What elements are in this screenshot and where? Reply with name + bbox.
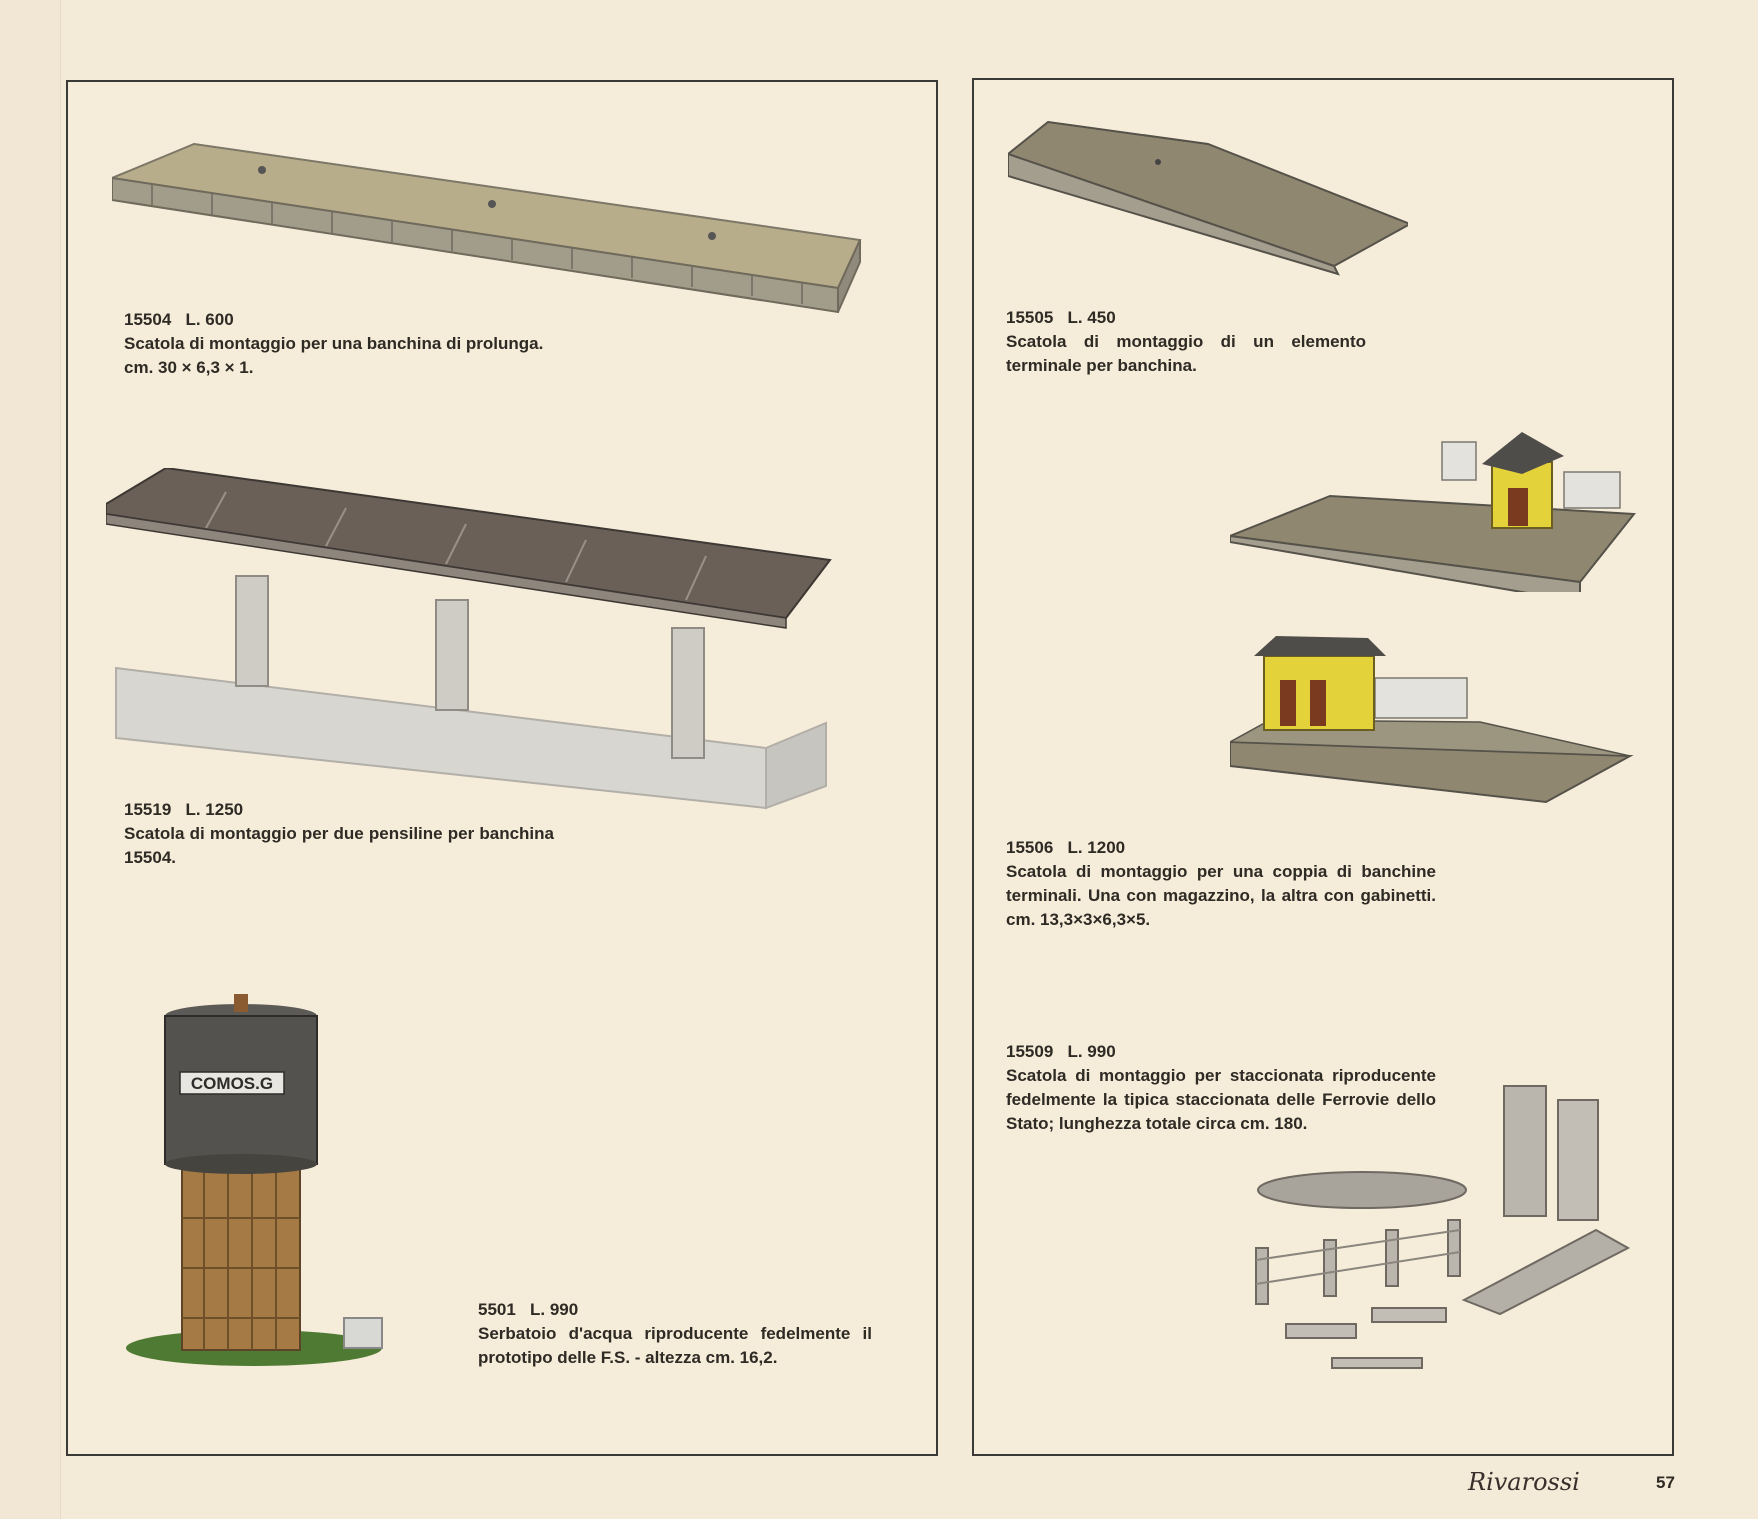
product-description: Scatola di montaggio per staccionata rip… [1006,1066,1436,1133]
product-description: Serbatoio d'acqua riproducente fedelment… [478,1324,872,1367]
product-caption-15506: 15506 L. 1200 Scatola di montaggio per u… [1006,836,1436,932]
right-catalog-panel: 15505 L. 450 Scatola di montaggio di un … [972,78,1674,1456]
product-price: L. 990 [1067,1042,1116,1061]
product-price: L. 1250 [185,800,244,819]
fence-kit-illustration [1252,1080,1642,1380]
product-price: L. 600 [185,310,234,329]
product-code: 15504 [124,310,172,329]
product-code: 15509 [1006,1042,1054,1061]
product-code: 15506 [1006,838,1054,857]
product-price: L. 990 [530,1300,579,1319]
terminal-ramp-illustration [1008,116,1408,286]
product-description: Scatola di montaggio per una coppia di b… [1006,862,1436,929]
product-code: 15505 [1006,308,1054,327]
product-dimensions: cm. 30 × 6,3 × 1. [124,358,254,377]
platform-canopy-illustration [106,468,866,828]
product-description: Scatola di montaggio di un elemento term… [1006,332,1366,375]
left-catalog-panel: 15504 L. 600 Scatola di montaggio per un… [66,80,938,1456]
tank-label: COMOS.G [191,1074,273,1093]
water-tower-illustration: COMOS.G [124,988,394,1388]
terminal-platform-warehouse-illustration [1230,636,1650,836]
product-price: L. 1200 [1067,838,1126,857]
product-caption-15504: 15504 L. 600 Scatola di montaggio per un… [124,308,554,380]
product-code: 15519 [124,800,172,819]
product-code: 5501 [478,1300,516,1319]
product-description: Scatola di montaggio per due pensiline p… [124,824,554,867]
product-description: Scatola di montaggio per una banchina di… [124,334,544,353]
product-caption-5501: 5501 L. 990 Serbatoio d'acqua riproducen… [478,1298,872,1370]
brand-logo: Rivarossi [1468,1468,1580,1496]
product-price: L. 450 [1067,308,1116,327]
terminal-platform-shed-illustration [1230,432,1650,592]
page-number: 57 [1656,1473,1675,1492]
platform-extension-illustration [112,138,872,338]
product-caption-15519: 15519 L. 1250 Scatola di montaggio per d… [124,798,554,870]
product-caption-15509: 15509 L. 990 Scatola di montaggio per st… [1006,1040,1436,1136]
product-caption-15505: 15505 L. 450 Scatola di montaggio di un … [1006,306,1366,378]
page-binding [0,0,61,1519]
